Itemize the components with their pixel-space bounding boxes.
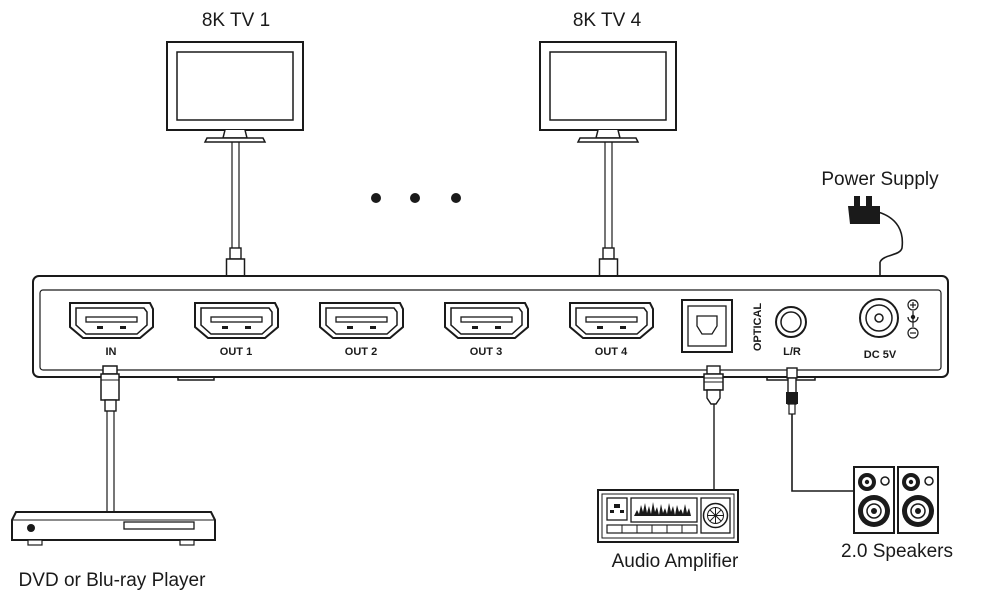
dc-jack-icon <box>859 298 899 338</box>
port-label-in: IN <box>106 346 117 358</box>
hdmi-cable-input <box>100 365 120 512</box>
hdmi-port-icon <box>319 302 404 339</box>
power-adapter-icon <box>848 196 904 300</box>
tv1-label: 8K TV 1 <box>202 10 270 31</box>
hdmi-port-icon <box>194 302 279 339</box>
more-outputs-dots <box>371 193 461 203</box>
hdmi-cable-tv1 <box>229 142 242 260</box>
port-label-out4: OUT 4 <box>595 346 628 358</box>
port-label-lr: L/R <box>783 346 801 358</box>
speakers-label: 2.0 Speakers <box>841 541 953 562</box>
speaker-icon <box>853 466 895 534</box>
tv4-label: 8K TV 4 <box>573 10 642 31</box>
hdmi-port-icon <box>569 302 654 339</box>
speaker-icon <box>897 466 939 534</box>
hdmi-cable-tv4 <box>602 142 615 260</box>
optical-port-icon <box>681 299 733 353</box>
power-supply-label: Power Supply <box>821 169 939 190</box>
port-label-out1: OUT 1 <box>220 346 252 358</box>
port-label-optical: OPTICAL <box>752 303 764 352</box>
amplifier-label: Audio Amplifier <box>612 551 739 572</box>
hdmi-port-icon <box>444 302 529 339</box>
hdmi-port-icon <box>69 302 154 339</box>
audio-cable <box>786 367 856 492</box>
dvd-player-icon <box>11 511 216 546</box>
amplifier-icon <box>597 489 739 543</box>
port-label-dc: DC 5V <box>864 349 897 361</box>
port-label-out2: OUT 2 <box>345 346 377 358</box>
optical-cable <box>703 365 724 490</box>
tv1-icon <box>166 41 304 143</box>
audio-jack-icon <box>775 306 807 338</box>
polarity-icon <box>907 299 919 339</box>
tv4-icon <box>539 41 677 143</box>
port-label-out3: OUT 3 <box>470 346 502 358</box>
source-label: DVD or Blu-ray Player <box>19 570 207 591</box>
